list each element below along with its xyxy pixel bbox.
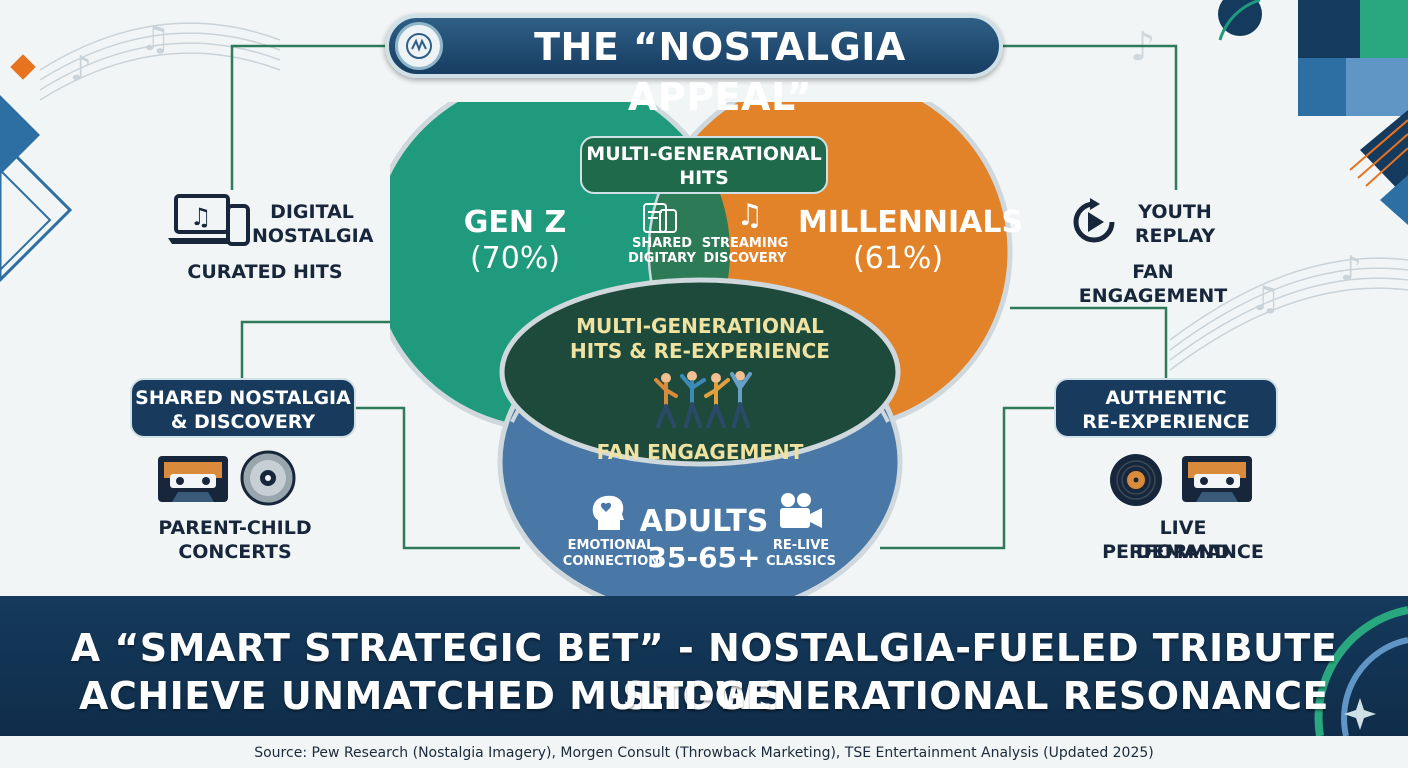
left-diamond-outline [0,137,73,283]
venn-diagram [390,102,1013,620]
top-overlap-title-line2: HITS [679,167,729,189]
parent-child-line2: CONCERTS [178,541,292,563]
youth-replay-title-line1: YOUTH [1138,201,1212,223]
authentic-line1: AUTHENTIC [1105,387,1227,409]
page-title: THE “NOSTALGIA APPEAL” [534,25,906,119]
logo-icon [395,22,443,70]
title-banner [385,14,1003,78]
adults-age-range: 35-65+ [647,541,761,574]
streaming-label-line2: DISCOVERY [703,251,787,266]
shared-nostalgia-line1: SHARED NOSTALGIA [135,387,351,409]
adults-name: ADULTS [639,504,769,539]
authentic-reexperience-pill: AUTHENTIC RE-EXPERIENCE [1054,378,1278,438]
center-title-line1: MULTI-GENERATIONAL [576,314,824,338]
top-overlap-title-line1: MULTI-GENERATIONAL [586,143,822,165]
head-heart-icon [584,490,634,534]
center-overlap [499,277,901,467]
genz-name: GEN Z [463,205,567,240]
authentic-line2: RE-EXPERIENCE [1082,411,1250,433]
digital-nostalgia-title-line2: NOSTALGIA [252,225,374,247]
shared-nostalgia-pill: SHARED NOSTALGIA & DISCOVERY [130,378,356,438]
music-note-icon: ♪ [1340,249,1362,289]
millennials-percent: (61%) [852,241,944,276]
shared-nostalgia-line2: & DISCOVERY [170,411,316,433]
video-camera-icon [774,490,826,534]
music-note-icon: ♫ [140,19,170,59]
devices-icon [638,200,684,236]
footer-headline-line2: ACHIEVE UNMATCHED MULTI-GENERATIONAL RES… [79,674,1329,718]
music-note-icon: ♪ [70,49,92,89]
live-performance-line2: DEMAND [1135,541,1231,563]
sparkle-icon [1344,698,1376,730]
center-subtitle: FAN ENGAGEMENT [596,440,804,464]
music-note-icon: ♫ [1250,279,1280,319]
svg-text:♫: ♫ [190,203,212,231]
music-staff-decoration [39,22,281,101]
emotional-label-line1: EMOTIONAL [567,538,655,553]
footer-headline-line1: A “SMART STRATEGIC BET” - NOSTALGIA-FUEL… [70,626,1338,718]
shared-label-line2: DIGITARY [628,251,696,266]
cassette-icon [1180,454,1254,504]
youth-replay-title-line2: REPLAY [1134,225,1216,247]
fan-engagement-label: FAN ENGAGEMENT [1078,261,1228,307]
relive-label-line1: RE-LIVE [772,538,830,553]
relive-label-line2: CLASSICS [765,554,836,569]
orange-diamond-icon [10,54,36,80]
connector-lines [230,44,1178,550]
footer-banner [0,596,1408,736]
parent-child-line1: PARENT-CHILD [158,517,312,539]
curated-hits-label: CURATED HITS [187,261,343,283]
genz-percent: (70%) [469,241,561,276]
replay-icon [1068,196,1120,248]
laptop-phone-icon: ♫ [168,192,252,250]
shared-label-line1: SHARED [632,236,692,251]
center-title-line2: HITS & RE-EXPERIENCE [570,339,830,363]
music-note-icon: ♫ [736,198,764,233]
live-performance-line1: LIVE PERFORMANCE [1102,517,1264,563]
left-diamond-shape [0,95,40,175]
emotional-label-line2: CONNECTION [562,554,660,569]
footer-corner-decoration [1314,606,1408,736]
millennials-name: MILLENNIALS [798,205,1024,240]
digital-nostalgia-title-line1: DIGITAL [270,201,354,223]
source-citation: Source: Pew Research (Nostalgia Imagery)… [0,738,1408,768]
cd-disc-icon [240,450,296,506]
dancing-people-icon [648,366,758,432]
vinyl-record-icon [1108,452,1164,508]
streaming-label-line1: STREAMING [701,236,789,251]
top-overlap-label [580,136,828,194]
cassette-icon [156,454,230,504]
background-decoration: ♪ ♫ ♪ ♫ ♪ [0,0,1408,371]
top-right-circle-shape [1218,0,1262,36]
